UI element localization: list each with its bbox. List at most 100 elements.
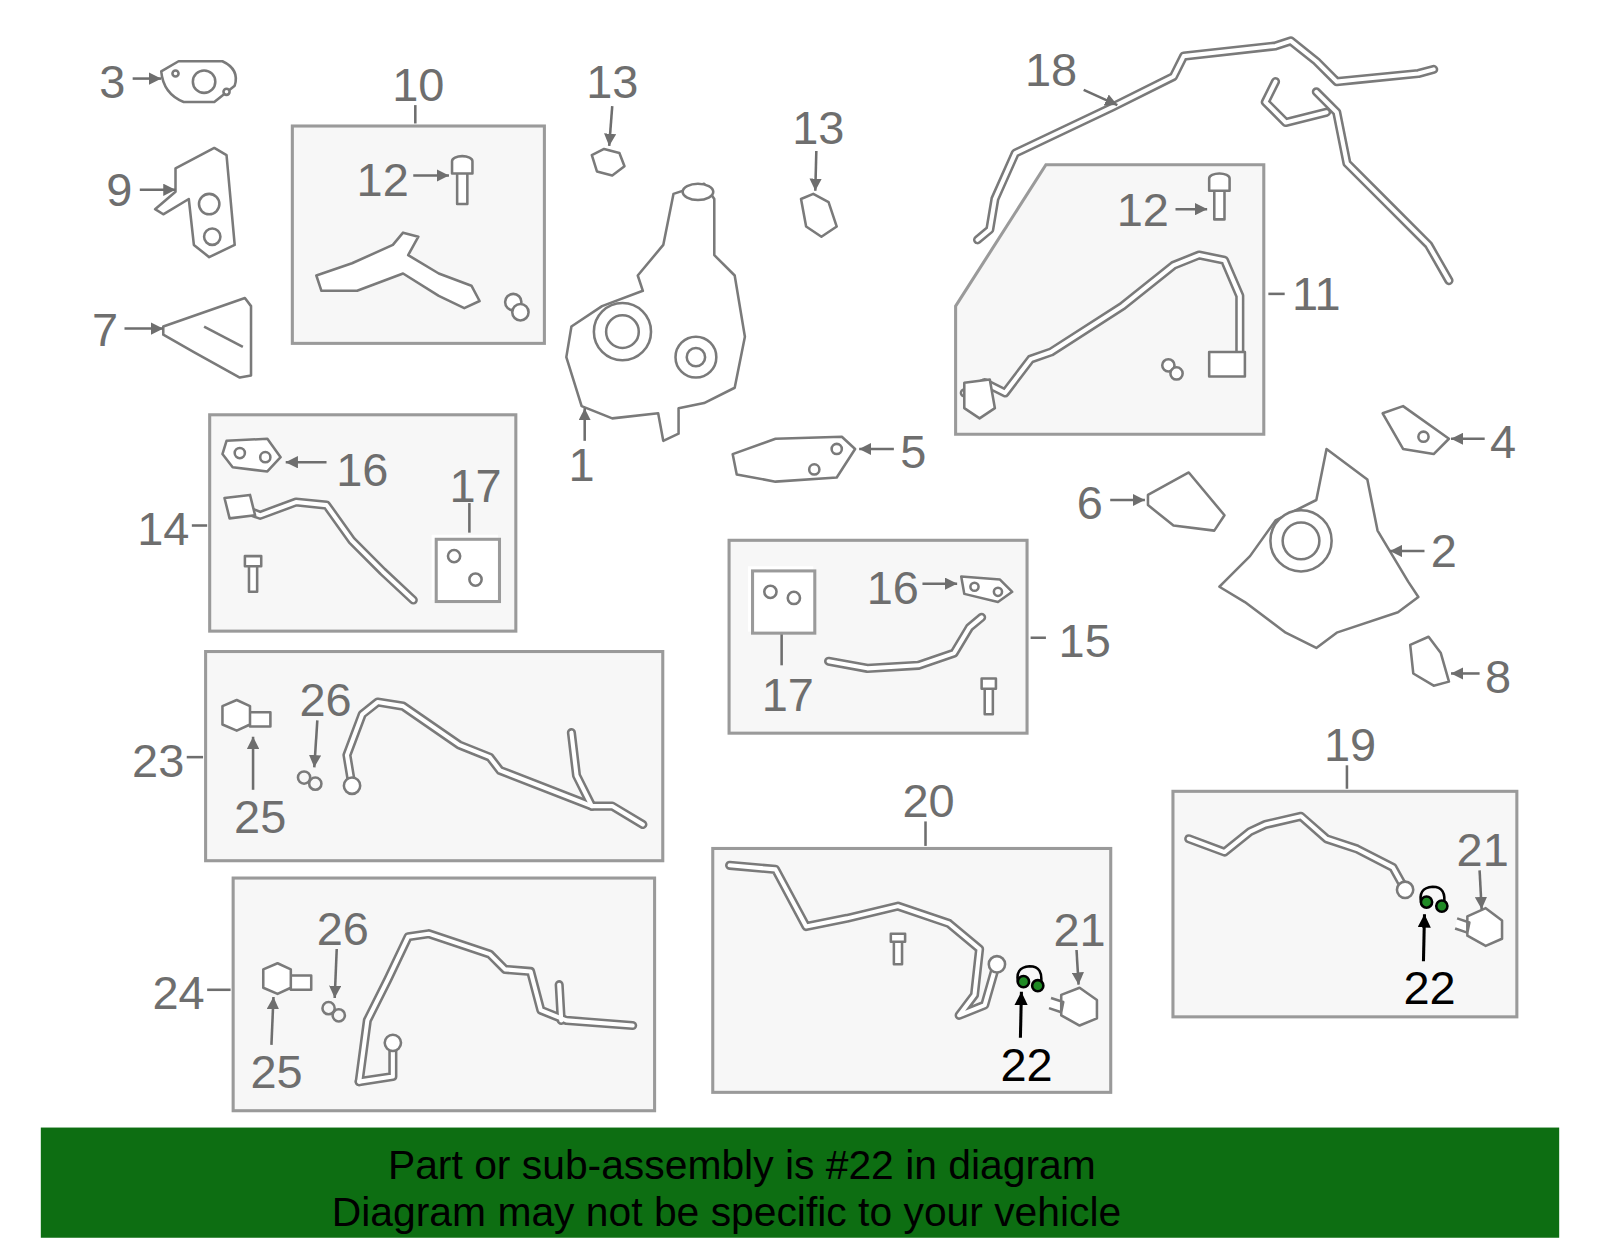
- leader-line: [1451, 437, 1485, 440]
- note-text: Part or sub-assembly is #22 in diagram: [388, 1144, 1096, 1185]
- tube-outline: [233, 41, 1449, 1082]
- part-drawing: [163, 298, 251, 378]
- part-drawing: [224, 495, 255, 518]
- part-drawing: [809, 464, 819, 474]
- part-group-box: 1012: [291, 124, 546, 344]
- callout-number: 13: [586, 58, 638, 105]
- leader-line: [124, 79, 1484, 1045]
- leader-line: [1077, 950, 1079, 985]
- part-drawing: [1209, 352, 1245, 376]
- callout-number: 12: [357, 156, 409, 203]
- callout-number: 21: [1053, 906, 1105, 953]
- callout-number: 21: [1457, 827, 1509, 874]
- callout-number: 24: [152, 969, 204, 1016]
- part-drawing: [309, 778, 321, 790]
- part-drawing: [452, 156, 472, 204]
- part-drawing: [964, 380, 995, 419]
- part-group-box: 151617: [728, 539, 1029, 735]
- part-drawing: [333, 1009, 345, 1021]
- inset-box: 17: [751, 569, 816, 634]
- part-drawing: [970, 583, 978, 591]
- callout-number: 6: [1077, 480, 1103, 527]
- leader-line: [335, 949, 337, 998]
- leader-line: [140, 189, 176, 192]
- leader-line: [1480, 870, 1482, 909]
- part-drawing: [891, 934, 905, 965]
- group-ground: [728, 539, 1029, 735]
- leader-line: [815, 151, 816, 191]
- part-drawing: [344, 778, 360, 794]
- part-drawing: [1049, 988, 1097, 1026]
- part-drawing: [1410, 637, 1449, 686]
- part-drawing: [1270, 510, 1331, 571]
- part-drawing: [155, 61, 1502, 1051]
- part-drawing: [385, 1035, 401, 1051]
- callout-number: 22: [1000, 1041, 1052, 1088]
- callout-number: 9: [106, 166, 132, 213]
- callout-number: 5: [900, 429, 926, 476]
- part-drawing: [764, 586, 776, 598]
- part-group-box: 192122: [1171, 790, 1518, 1019]
- leader-line: [314, 720, 317, 767]
- leader-line: [780, 634, 783, 666]
- part-drawing: [1209, 173, 1229, 219]
- part-drawing: [687, 348, 705, 366]
- callout-number: 15: [1059, 617, 1111, 664]
- callout-number: 22: [1403, 964, 1455, 1011]
- group-ground: [204, 650, 664, 862]
- part-drawing: [204, 327, 243, 347]
- washer-highlight: [1032, 980, 1043, 991]
- part-group-box: 141617: [208, 413, 517, 632]
- callout-number: 4: [1490, 418, 1516, 465]
- part-drawing: [235, 448, 245, 458]
- group-ground: [291, 124, 546, 344]
- leader-line: [924, 821, 927, 845]
- washer-highlight: [1421, 896, 1432, 907]
- leader-line: [609, 106, 612, 146]
- part-drawing: [155, 148, 235, 257]
- leader-line: [192, 524, 207, 527]
- part-drawing: [594, 303, 651, 360]
- part-drawing: [223, 89, 229, 95]
- callout-number: 14: [137, 505, 189, 552]
- part-drawing: [606, 315, 639, 348]
- group-ground: [711, 847, 1112, 1094]
- leader-line: [124, 327, 163, 330]
- part-group-box: 202122: [711, 847, 1112, 1094]
- group-outline: [954, 163, 1265, 435]
- callout-number: 7: [92, 306, 118, 353]
- callout-number: 16: [336, 446, 388, 493]
- part-drawing: [1170, 367, 1182, 379]
- part-drawing: [832, 444, 842, 454]
- callout-number: 1: [569, 441, 595, 488]
- part-drawing: [172, 70, 178, 76]
- leader-line: [1031, 636, 1046, 639]
- part-drawing: [245, 556, 261, 592]
- group-ground: [204, 124, 1518, 1112]
- leader-line: [1110, 499, 1145, 502]
- callout-number: 19: [1324, 721, 1376, 768]
- part-group-box: 242625: [232, 877, 656, 1113]
- note-text: Diagram may not be specific to your vehi…: [332, 1191, 1121, 1232]
- leader-line: [1084, 90, 1118, 105]
- part-drawing: [788, 592, 800, 604]
- part-drawing: [199, 194, 219, 214]
- callout-number: 8: [1485, 653, 1511, 700]
- callout-number: 20: [902, 778, 954, 825]
- callout-number: 25: [250, 1048, 302, 1095]
- part-drawing: [204, 229, 220, 245]
- leader-line: [252, 737, 255, 790]
- part-drawing: [961, 577, 1012, 603]
- part-drawing: [1219, 449, 1418, 648]
- part-drawing: [161, 61, 236, 102]
- callout-number: 23: [132, 737, 184, 784]
- callout-number: 18: [1025, 46, 1077, 93]
- leader-line: [1176, 208, 1208, 211]
- leader-line-highlight: [1423, 914, 1424, 961]
- callout-number: 11: [1292, 270, 1341, 317]
- group-ground: [232, 877, 656, 1113]
- part-group-box: 1112: [954, 163, 1265, 435]
- part-drawing: [469, 573, 481, 585]
- leader-line: [1268, 293, 1284, 296]
